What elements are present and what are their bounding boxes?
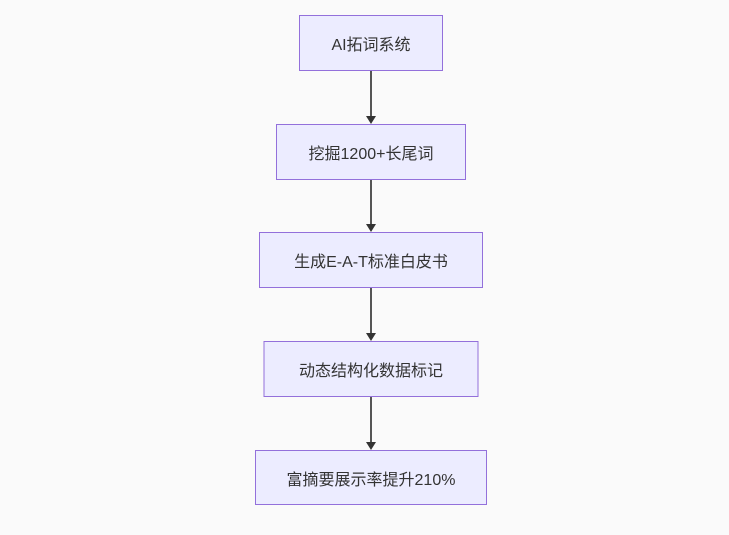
flow-node-structured-data: 动态结构化数据标记: [263, 341, 479, 397]
flow-node-label: AI拓词系统: [331, 37, 411, 54]
flow-node-label: 动态结构化数据标记: [298, 363, 443, 380]
flow-node-rich-snippet-rate: 富摘要展示率提升210%: [255, 450, 487, 505]
arrowhead-down-icon: [366, 116, 376, 124]
flow-edge-arrow: [365, 288, 377, 341]
arrowhead-down-icon: [366, 224, 376, 232]
flow-edge-arrow: [365, 71, 377, 124]
arrowhead-down-icon: [366, 333, 376, 341]
flow-node-longtail-keywords: 挖掘1200+长尾词: [276, 124, 466, 180]
flow-node-label: 富摘要展示率提升210%: [286, 471, 456, 489]
flow-node-label: 挖掘1200+长尾词: [308, 146, 434, 163]
flow-node-eat-whitepaper: 生成E-A-T标准白皮书: [259, 232, 483, 288]
edge-line: [370, 180, 372, 224]
flow-edge-arrow: [365, 180, 377, 232]
arrowhead-down-icon: [366, 442, 376, 450]
edge-line: [370, 288, 372, 333]
flow-node-ai-word-system: AI拓词系统: [299, 15, 443, 71]
edge-line: [370, 71, 372, 116]
flow-node-label: 生成E-A-T标准白皮书: [294, 254, 448, 271]
edge-line: [370, 397, 372, 442]
flow-edge-arrow: [365, 397, 377, 450]
